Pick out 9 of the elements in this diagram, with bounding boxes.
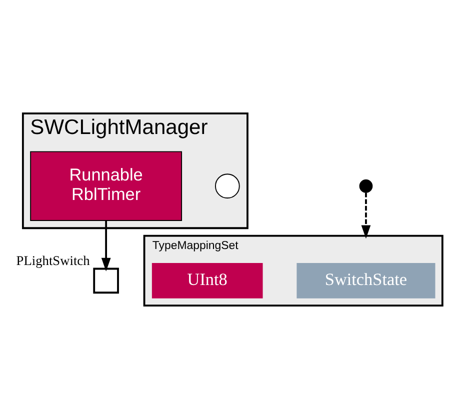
node-box bbox=[93, 268, 119, 294]
arrow bbox=[101, 220, 111, 272]
node-circle bbox=[359, 179, 373, 193]
node-label: PLightSwitch bbox=[16, 253, 90, 268]
node-box: UInt8 bbox=[152, 263, 263, 298]
node-box: Runnable RblTimer bbox=[30, 151, 182, 221]
node-box: SwitchState bbox=[296, 263, 436, 298]
node-circle bbox=[215, 174, 240, 199]
arrow bbox=[361, 192, 371, 239]
